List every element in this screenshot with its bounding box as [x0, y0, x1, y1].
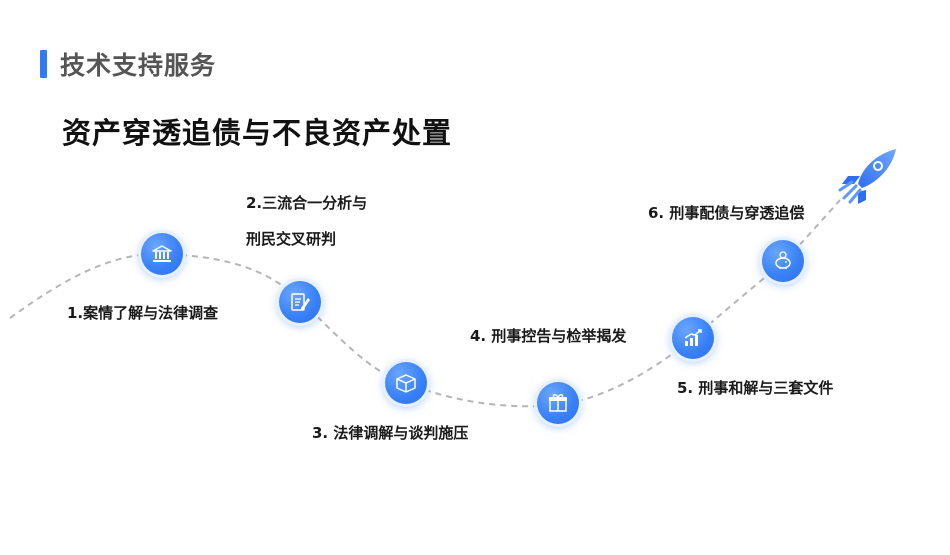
step-3-label: 3. 法律调解与谈判施压: [312, 424, 469, 442]
step-2-label-line2: 刑民交叉研判: [246, 230, 337, 248]
piggy-bank-icon: [775, 251, 791, 269]
header-accent-bar: [40, 50, 47, 78]
step-1-label: 1.案情了解与法律调查: [67, 304, 219, 322]
document-edit-icon: [291, 293, 310, 311]
rocket-icon: [838, 149, 896, 204]
box-icon: [396, 374, 416, 393]
step-2-label-line1: 2.三流合一分析与: [246, 194, 368, 212]
step-5-node: [672, 317, 714, 359]
step-5-label: 5. 刑事和解与三套文件: [677, 379, 834, 397]
step-1-node: [141, 233, 183, 275]
step-6-node: [762, 240, 804, 282]
bank-icon: [152, 245, 172, 262]
gift-icon: [549, 394, 567, 412]
step-3-node: [385, 362, 427, 404]
step-2-node: [279, 281, 321, 323]
header-title: 技术支持服务: [60, 51, 217, 80]
page-title: 资产穿透追债与不良资产处置: [62, 116, 453, 150]
step-4-label: 4. 刑事控告与检举揭发: [470, 327, 627, 345]
bar-chart-icon: [684, 329, 702, 346]
step-4-node: [537, 382, 579, 424]
step-6-label: 6. 刑事配债与穿透追偿: [648, 204, 805, 222]
